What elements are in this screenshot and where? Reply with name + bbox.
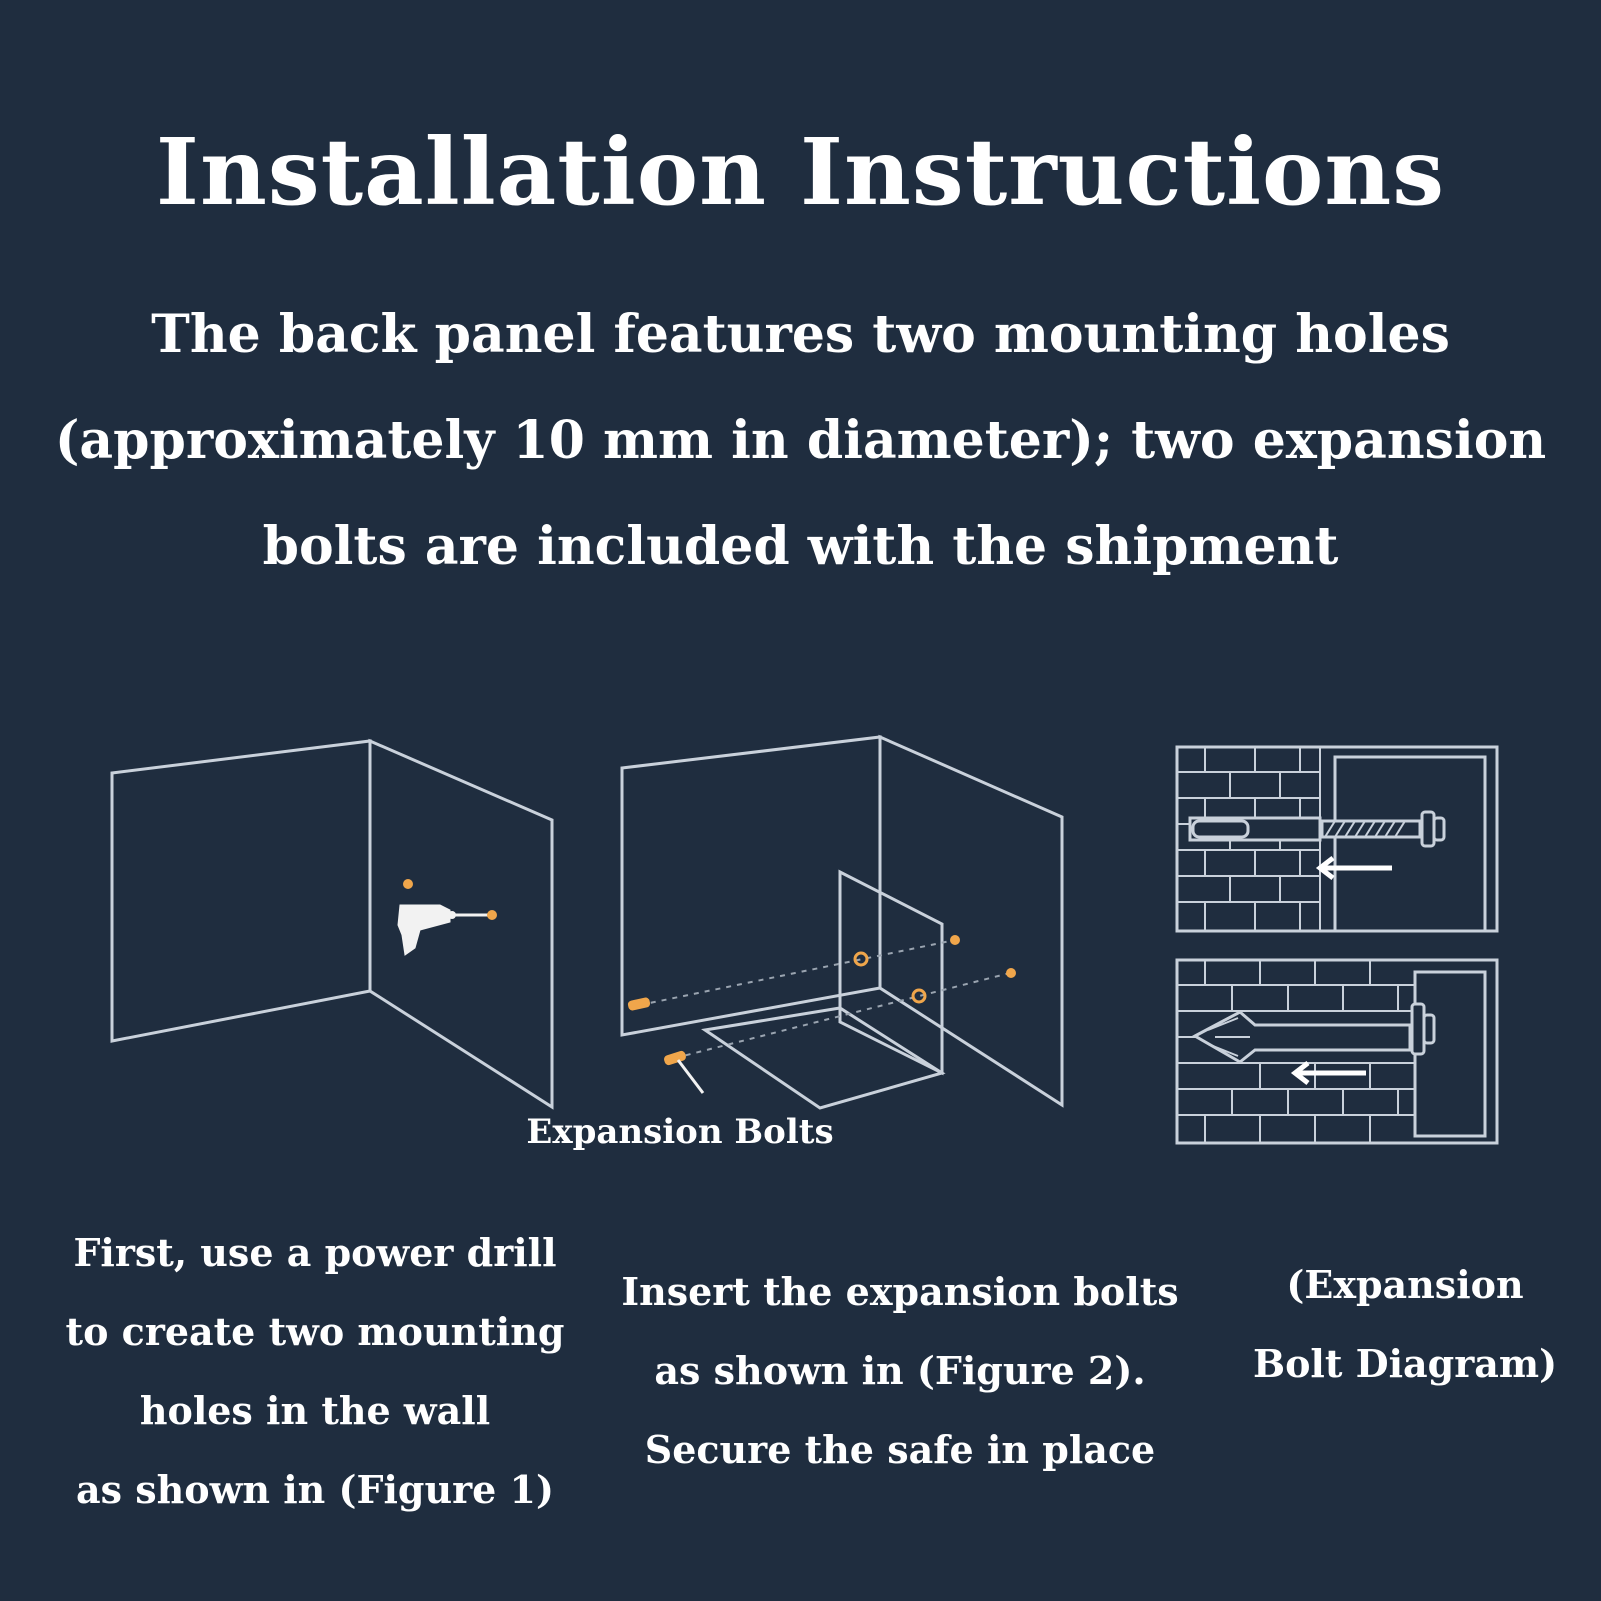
figure-2-bolt-insertion-diagram <box>620 734 1064 1110</box>
safe-back-panel <box>838 869 944 1076</box>
figure-3-expansion-bolt-diagram <box>1175 745 1499 1145</box>
drill-icon <box>397 879 497 956</box>
page-title: Installation Instructions <box>155 118 1446 226</box>
safe-bottom <box>701 1006 946 1110</box>
intro-text: The back panel features two mounting hol… <box>30 282 1571 600</box>
step-1-line: First, use a power drill <box>73 1230 557 1275</box>
figure-1-right-wall <box>368 738 554 1110</box>
figure-1-drill-diagram <box>110 738 554 1110</box>
step-3-line: Bolt Diagram) <box>1252 1341 1558 1386</box>
step-3-line: (Expansion <box>1286 1262 1524 1307</box>
intro-line-3: bolts are included with the shipment <box>262 516 1339 577</box>
arrow-left-icon <box>1315 856 1392 880</box>
intro-line-2: (approximately 10 mm in diameter); two e… <box>54 410 1547 471</box>
figure-1-left-wall <box>110 739 372 1043</box>
step-1-line: holes in the wall <box>139 1388 491 1433</box>
figure-2-right-wall <box>878 734 1064 1108</box>
step-1-caption: First, use a power drill to create two m… <box>35 1213 595 1529</box>
bolt-diagram-before <box>1175 745 1499 933</box>
step-3-caption: (Expansion Bolt Diagram) <box>1235 1245 1575 1403</box>
step-1-line: as shown in (Figure 1) <box>76 1467 554 1512</box>
expansion-bolts-label: Expansion Bolts <box>526 1112 834 1152</box>
bolt-paths <box>639 939 1011 1059</box>
step-2-line: Secure the safe in place <box>644 1427 1156 1472</box>
intro-line-1: The back panel features two mounting hol… <box>151 304 1450 365</box>
step-2-caption: Insert the expansion bolts as shown in (… <box>605 1252 1195 1489</box>
arrow-left-icon <box>1290 1061 1366 1085</box>
bolt-diagram-after <box>1175 958 1499 1145</box>
step-2-line: as shown in (Figure 2). <box>654 1348 1146 1393</box>
bolt-icon <box>627 935 1016 1066</box>
step-1-line: to create two mounting <box>65 1309 565 1354</box>
step-2-line: Insert the expansion bolts <box>621 1269 1179 1314</box>
